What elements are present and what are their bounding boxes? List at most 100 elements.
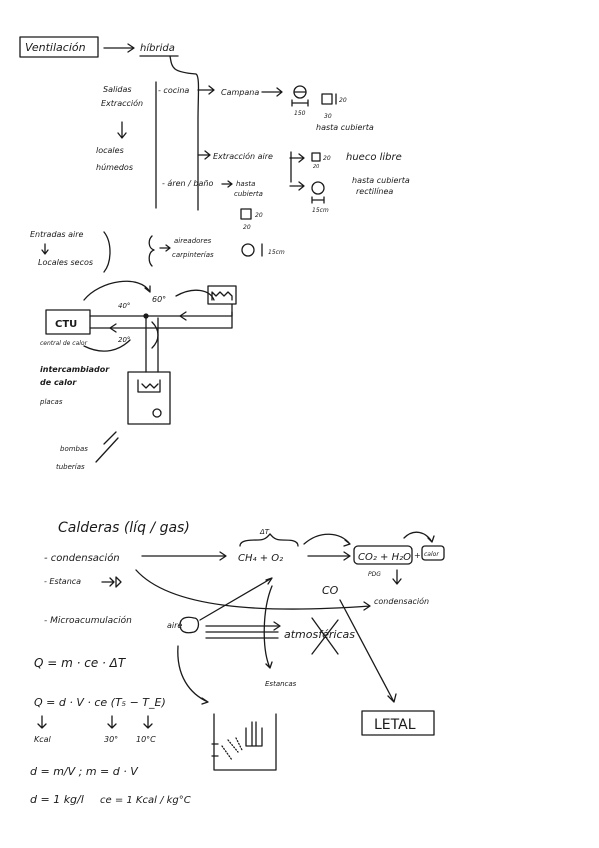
condensacion-item: - condensación (44, 552, 120, 564)
de-calor-label: de calor (40, 378, 77, 387)
exchanger-pipes (145, 317, 159, 373)
dim-30: 30 (324, 113, 332, 120)
arrow-right-icon (159, 244, 171, 252)
dim-20d: 20 (255, 212, 263, 219)
letal-box (361, 710, 435, 736)
cross-out (311, 617, 339, 655)
bombas-label: bombas (60, 445, 88, 453)
square-duct-icon (240, 208, 252, 220)
dim-15cm-b: 15cm (268, 249, 285, 256)
arrow-down-icon (41, 243, 49, 255)
dim-20e: 20 (243, 224, 251, 231)
dim-20a: 20 (339, 97, 347, 104)
arrow-down-icon (117, 121, 127, 139)
hasta-cubierta-rect-label: hasta cubierta (352, 176, 410, 185)
humedos-label: húmedos (96, 163, 133, 172)
carpinterias-label: carpinterías (172, 251, 214, 259)
arrow-right-icon (221, 180, 233, 188)
intercambiador-label: intercambiador (40, 365, 110, 374)
radiator-icon (211, 291, 233, 301)
arrow-down-icon (143, 715, 153, 729)
formula-d1: d = m/V ; m = d · V (30, 765, 139, 778)
return-pipe (89, 311, 233, 329)
ctu-box (45, 309, 91, 335)
estanca-item: - Estanca (44, 577, 81, 586)
curved-arrow (403, 531, 435, 543)
exchanger-coil (137, 379, 161, 393)
curved-arrow (263, 585, 273, 669)
calderas-title: Calderas (líq / gas) (58, 520, 190, 536)
curved-arrow (151, 321, 159, 349)
microacumulacion-item: - Microacumulación (44, 615, 132, 626)
tuberias-label: tuberías (56, 463, 85, 471)
arrow-right-icon (103, 43, 135, 53)
hasta-label: hasta (236, 180, 255, 188)
square-duct-icon (321, 93, 333, 105)
locales-label: locales (96, 146, 124, 155)
arrow-down-icon (392, 569, 402, 585)
formulas-section: Q = m · ce · ΔT Q = d · V · ce (T₅ − T_E… (30, 656, 191, 806)
bano-label: - áren / baño (162, 179, 213, 188)
curved-arrow (177, 645, 209, 705)
arrow-right-icon (141, 551, 227, 561)
calor-box (421, 545, 445, 561)
arrow-right-icon (101, 577, 115, 587)
tank-outline (213, 713, 277, 771)
dim-20b: 20 (323, 155, 331, 162)
ventilacion-box (19, 36, 99, 58)
formula-q2: Q = d · V · ce (T₅ − T_E) (34, 696, 166, 709)
square-duct-icon (311, 152, 321, 162)
placas-label: placas (39, 398, 63, 406)
central-calor-label: central de calor (40, 340, 88, 347)
exchanger-box (127, 371, 171, 425)
campana-label: Campana (221, 88, 259, 97)
estancas-label: Estancas (265, 680, 297, 688)
calderas-section: Calderas (líq / gas) - condensación - Es… (44, 520, 445, 771)
arrow-right-icon (289, 153, 305, 163)
curly-brace (148, 235, 155, 267)
extraccion-aire-label: Extracción aire (213, 151, 273, 161)
aire-label: aire (167, 621, 182, 630)
ctu-label: CTU (55, 319, 77, 330)
temp-60: 60° (152, 295, 166, 304)
salidas-label: Salidas (103, 85, 132, 94)
plus-sign: + (414, 551, 421, 560)
temp-40: 40° (118, 302, 130, 310)
bracket-line (103, 231, 111, 273)
dim-15cm: 15cm (312, 207, 329, 214)
dim-150: 150 (294, 110, 306, 117)
dimension-line (311, 196, 325, 204)
ventilacion-section: Ventilación híbrida Salidas Extracción l… (19, 36, 410, 273)
t10-label: 10°C (136, 735, 156, 744)
temp-20: 20° (118, 336, 130, 344)
hibrida-branch-line (169, 55, 200, 211)
t30-label: 30° (104, 735, 118, 744)
atmosfericas-label: atmosféricas (284, 628, 355, 641)
reactants: CH₄ + O₂ (238, 553, 283, 564)
dim-20c: 20 (313, 164, 319, 170)
arrow-right-icon (289, 181, 305, 191)
cubierta-label: cubierta (234, 190, 263, 198)
ctu-diagram: CTU central de calor 40° 60° 20° interca… (39, 280, 237, 471)
hibrida-label: híbrida (140, 42, 175, 54)
exchanger-coil (141, 383, 159, 389)
co-label: CO (322, 584, 339, 597)
arrow-right-icon (261, 87, 283, 97)
locales-secos-label: Locales secos (38, 258, 93, 267)
hasta-cubierta-label: hasta cubierta (316, 123, 374, 132)
triangle-icon (115, 576, 122, 588)
curved-arrow (83, 339, 131, 352)
air-lines (205, 625, 279, 639)
hueco-libre-label: hueco libre (346, 152, 402, 163)
arrow-down-icon (107, 715, 117, 729)
round-duct-icon (311, 181, 325, 195)
aire-bubble (179, 616, 200, 634)
brace-over (239, 533, 299, 547)
aireadores-label: aireadores (174, 237, 212, 245)
arrow-down-icon (37, 715, 47, 729)
pointer-line (103, 431, 117, 445)
extraccion-label: Extracción (101, 98, 143, 108)
rectilinea-label: rectilínea (356, 187, 393, 196)
products-box (353, 545, 413, 565)
entradas-aire-label: Entradas aire (30, 230, 84, 239)
